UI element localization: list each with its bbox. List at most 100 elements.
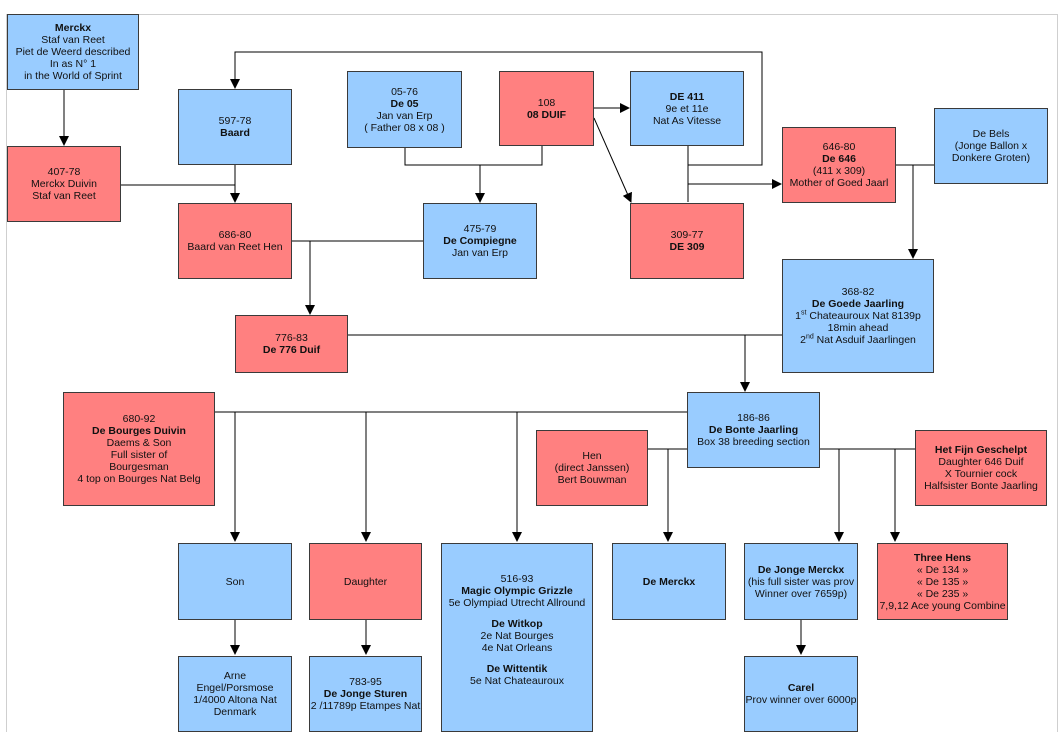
node-text-line: ( Father 08 x 08 ): [364, 121, 445, 134]
node-text-line: De Bonte Jaarling: [708, 424, 799, 436]
node-text-line: 1/4000 Altona Nat: [193, 694, 277, 706]
node-text-line: Nat As Vitesse: [652, 114, 722, 127]
node-text-line: Het Fijn Geschelpt: [934, 444, 1028, 456]
node-text-line: Baard van Reet Hen: [187, 241, 283, 253]
node-text-line: De Jonge Sturen: [323, 688, 408, 700]
node-text-line: 05-76: [391, 85, 418, 98]
node-text-line: De Merckx: [642, 575, 696, 588]
node-text-line: (411 x 309): [812, 165, 866, 177]
node-hen: Hen(direct Janssen)Bert Bouwman: [536, 430, 648, 506]
node-text-line: (Jonge Ballon x: [954, 140, 1028, 152]
node-text-line: Halfsister Bonte Jaarling: [924, 480, 1038, 492]
node-text-line: (direct Janssen): [554, 462, 630, 474]
node-text-line: Merckx Duivin: [31, 178, 97, 190]
node-text-line: « De 235 »: [916, 587, 969, 600]
node-text-line: Donkere Groten): [951, 152, 1031, 164]
node-text-line: Bourgesman: [109, 461, 169, 473]
ordinal-suffix: nd: [805, 333, 814, 341]
node-text-line: Piet de Weerd described: [15, 46, 131, 58]
node-text-line: 776-83: [275, 332, 308, 344]
node-text-line: X Tournier cock: [944, 468, 1018, 480]
node-text-line: 08 DUIF: [526, 108, 567, 121]
node-text-line: De 776 Duif: [262, 344, 321, 356]
node-text-line: Three Hens: [913, 551, 972, 564]
node-text-line: Baard: [220, 127, 250, 139]
node-text-line: Daughter 646 Duif: [938, 456, 1024, 468]
edge-108-309: [593, 117, 632, 203]
node-text-line: 2nd Nat Asduif Jaarlingen: [800, 333, 916, 347]
node-text-line: 686-80: [218, 229, 252, 241]
node-text-line: Magic Olympic Grizzle: [461, 585, 573, 597]
node-text-line: 783-95: [349, 676, 382, 688]
node-text-line: Jan van Erp: [376, 109, 433, 122]
node-text-line: Denmark: [213, 706, 257, 718]
node-text-line: (his full sister was prov: [747, 575, 855, 588]
node-text-line: Box 38 breeding section: [697, 436, 810, 448]
node-text-line: Son: [225, 575, 245, 588]
node-text-line: 368-82: [841, 286, 875, 298]
node-text-line: « De 134 »: [916, 563, 969, 576]
node-text-line: DE 411: [669, 90, 705, 103]
node-text-line: Winner over 7659p): [754, 587, 848, 600]
node-text-line: De Jonge Merckx: [757, 563, 845, 576]
node-jonge-merckx: De Jonge Merckx(his full sister was prov…: [744, 543, 858, 620]
ordinal-suffix: st: [800, 309, 807, 317]
node-daughter: Daughter: [309, 543, 422, 620]
node-text-line: 7,9,12 Ace young Combine: [879, 599, 1006, 612]
node-text-line: 186-86: [737, 412, 770, 424]
node-text-line: 680-92: [122, 413, 156, 425]
node-text-line: « De 135 »: [916, 575, 969, 588]
node-text-line: 309-77: [670, 229, 704, 241]
edge-05-475: [404, 146, 543, 166]
node-text-line: 4 top on Bourges Nat Belg: [77, 473, 201, 485]
node-text-line: Staf van Reet: [41, 34, 105, 46]
node-text-line: De 646: [822, 153, 856, 165]
node-text-line: Prov winner over 6000p: [745, 694, 857, 706]
node-text-line: De Wittentik: [486, 663, 548, 675]
node-text-line: 18min ahead: [827, 322, 889, 334]
node-text-line: Full sister of: [110, 449, 168, 461]
page-border: [6, 14, 1058, 732]
node-text-line: De 05: [390, 97, 419, 110]
node-text-line: 2 /11789p Etampes Nat: [310, 700, 421, 712]
node-text-line: 9e et 11e: [665, 102, 709, 115]
node-text-line: 5e Nat Chateauroux: [470, 675, 564, 687]
node-text-line: Daems & Son: [106, 437, 172, 449]
node-text-line: in the World of Sprint: [24, 70, 122, 82]
node-text-line: 5e Olympiad Utrecht Allround: [448, 597, 586, 609]
node-text-line: Engel/Porsmose: [196, 682, 274, 694]
node-text-line: 475-79: [463, 223, 497, 235]
node-text-line: De Compiegne: [443, 235, 517, 247]
node-text-line: Staf van Reet: [32, 190, 96, 202]
node-text-line: Hen: [582, 450, 602, 462]
edge-loop-597: [230, 51, 763, 166]
node-text-line: Arne: [223, 670, 247, 682]
node-text-line: Jan van Erp: [451, 247, 509, 259]
node-text-line: De Bourges Duivin: [92, 425, 186, 437]
node-text-line: Mother of Goed Jaarl: [789, 177, 889, 189]
node-text-line: Merckx: [54, 22, 92, 34]
node-text-line: De Witkop: [491, 618, 543, 630]
node-text-line: In as N° 1: [49, 58, 97, 70]
node-text-line: Bert Bouwman: [557, 474, 627, 486]
